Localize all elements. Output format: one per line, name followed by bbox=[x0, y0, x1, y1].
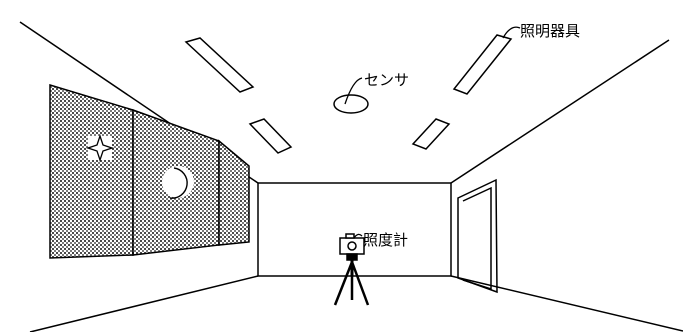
window-right bbox=[218, 139, 250, 246]
sensor bbox=[333, 94, 369, 114]
leader-lines bbox=[344, 26, 521, 239]
fixture-left-far bbox=[184, 37, 255, 93]
door bbox=[457, 178, 498, 294]
fixture-right-near bbox=[411, 118, 451, 150]
label-sensor: センサ bbox=[364, 71, 410, 89]
leader-sensor bbox=[344, 77, 363, 105]
windows bbox=[49, 83, 250, 259]
lighting-fixtures bbox=[184, 34, 513, 154]
ceiling-edge-right bbox=[450, 39, 670, 184]
fixture-right-far bbox=[452, 34, 513, 95]
leader-lighting bbox=[502, 26, 521, 39]
crescent-moon-icon bbox=[162, 166, 194, 199]
floor-edge-left bbox=[29, 275, 259, 332]
star-icon bbox=[85, 133, 115, 163]
floor-edge-right bbox=[450, 275, 683, 332]
leader-meter bbox=[353, 233, 363, 239]
tripod bbox=[333, 233, 370, 306]
fixture-left-near bbox=[248, 118, 293, 154]
back-wall bbox=[257, 182, 452, 277]
label-illuminance-meter: 照度計 bbox=[363, 231, 409, 249]
window-left bbox=[49, 83, 134, 259]
label-lighting-fixture: 照明器具 bbox=[520, 22, 581, 40]
